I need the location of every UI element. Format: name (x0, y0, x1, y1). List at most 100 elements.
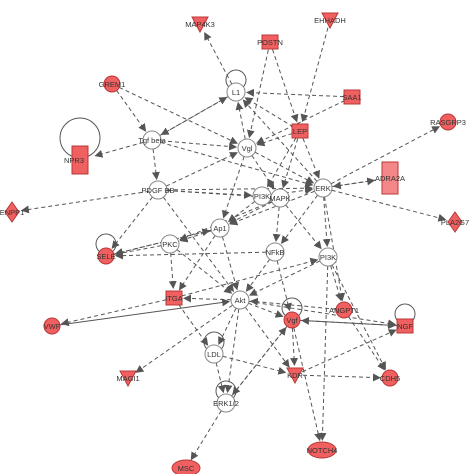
node-sele[interactable]: SELE (96, 247, 116, 265)
node-enpp1[interactable]: ENPP1 (0, 201, 24, 223)
node-shape-enpp1 (4, 201, 20, 223)
edge-l1-map4k3 (204, 31, 233, 85)
edge-grem1-tgfbeta (116, 90, 147, 132)
edge-kdr-ngf (302, 329, 397, 373)
node-ngf[interactable]: NGF (396, 318, 414, 334)
node-vgf[interactable]: Vgf (283, 311, 301, 329)
edge-ldl-kdr (222, 355, 287, 375)
node-nfkb[interactable]: NFkB (265, 242, 285, 262)
node-shape-ap1 (210, 218, 230, 238)
node-shape-lep (291, 123, 309, 139)
node-saa1[interactable]: SAA1 (342, 89, 362, 105)
node-ehhadh[interactable]: EHHADH (314, 12, 346, 30)
node-itga[interactable]: ITGA (165, 290, 183, 306)
node-shape-mapk (270, 188, 290, 208)
edge-erk12-vgf (231, 327, 287, 397)
edge-vgl-ap1 (221, 156, 245, 219)
edge-itga-pi3kc (181, 257, 319, 297)
node-label-notch4: NOTCH4 (307, 446, 338, 455)
node-ap1[interactable]: Ap1 (210, 218, 230, 238)
node-adra2a[interactable]: ADRA2A (375, 161, 405, 195)
edge-pi3kc-akt (248, 260, 321, 296)
node-vwf[interactable]: VWF (43, 317, 61, 335)
edge-erk-nfkb (281, 194, 319, 244)
node-shape-akt (230, 290, 250, 310)
node-erk12[interactable]: ERK1/2 (213, 393, 239, 413)
edge-lep-l1 (244, 97, 294, 128)
node-shape-rasgrp3 (439, 113, 457, 131)
node-label-vgl: Vgl (242, 144, 253, 153)
node-label-lep: LEP (293, 127, 307, 136)
node-lep[interactable]: LEP (291, 123, 309, 139)
node-pla2g7[interactable]: PLA2G7 (441, 211, 469, 233)
edge-mapk-pi3kc (285, 204, 322, 250)
node-shape-postn (261, 34, 279, 50)
edge-tgfbeta-erk (160, 141, 314, 187)
node-magi1[interactable]: MAGI1 (116, 370, 140, 388)
node-label-angpt1: ANGPT1 (329, 306, 359, 315)
edge-angpt1-akt (249, 297, 337, 310)
edge-pi3kc-notch4 (318, 265, 329, 442)
node-label-sele: SELE (96, 252, 115, 261)
node-rasgrp3[interactable]: RASGRP3 (430, 113, 466, 131)
edge-erk-angpt1 (324, 196, 346, 302)
node-grem1[interactable]: GREM1 (99, 75, 126, 93)
node-npr3[interactable]: NPR3 (64, 145, 89, 175)
node-postn[interactable]: POSTN (257, 34, 283, 50)
node-pkc[interactable]: PKC (160, 234, 180, 254)
edge-pdgfbb-erk (166, 184, 314, 193)
node-akt[interactable]: Akt (230, 290, 250, 310)
edge-l1-tgfbeta (160, 96, 229, 136)
node-shape-npr3 (71, 145, 89, 175)
node-map4k3[interactable]: MAP4K3 (185, 16, 215, 34)
node-shape-notch4 (307, 441, 337, 459)
edge-grem1-vgl (119, 86, 238, 144)
node-kdr[interactable]: KDR (286, 367, 304, 385)
node-shape-adra2a (381, 161, 399, 195)
edge-erk-pla2g7 (331, 189, 447, 222)
edge-itga-ldl (178, 304, 209, 346)
node-pdgfbb[interactable]: PDGF BB (142, 180, 175, 200)
node-label-pdgfbb: PDGF BB (142, 186, 175, 195)
edge-erk-rasgrp3 (330, 126, 441, 185)
edge-ldl-erk12 (215, 362, 226, 394)
node-msc[interactable]: MSC (171, 459, 201, 474)
node-mapk[interactable]: MAPK (269, 188, 291, 208)
edge-vgl-erk (254, 151, 315, 184)
node-cdh5[interactable]: CDH5 (380, 369, 400, 387)
edge-vgf-notch4 (293, 327, 323, 442)
node-shape-vwf (43, 317, 61, 335)
node-label-magi1: MAGI1 (116, 374, 139, 383)
edge-akt-itga (182, 294, 232, 303)
node-erk[interactable]: ERK (313, 178, 333, 198)
node-shape-erk12 (216, 393, 236, 413)
node-ldl[interactable]: LDL (204, 344, 224, 364)
node-label-tgfbeta: Tgf beta (138, 136, 166, 145)
node-label-nfkb: NFkB (266, 248, 285, 257)
edge-pdgfbb-mapk (166, 190, 271, 201)
node-angpt1[interactable]: ANGPT1 (329, 301, 359, 319)
node-notch4[interactable]: NOTCH4 (307, 441, 338, 459)
node-label-msc: MSC (178, 464, 195, 473)
node-vgl[interactable]: Vgl (237, 138, 257, 158)
node-label-erk: ERK (315, 184, 330, 193)
node-shape-map4k3 (191, 16, 209, 34)
node-label-postn: POSTN (257, 38, 283, 47)
edge-erk-l1 (242, 99, 318, 182)
node-shape-itga (165, 290, 183, 306)
node-pi3kc[interactable]: PI3K (318, 247, 338, 267)
node-shape-tgfbeta (142, 130, 162, 150)
edge-akt-ngf (248, 300, 397, 328)
node-shape-pla2g7 (447, 211, 463, 233)
edge-angpt1-cdh5 (348, 316, 385, 371)
node-label-pi3k: PI3K (254, 192, 270, 201)
node-pi3k[interactable]: PI3K (252, 186, 272, 206)
node-shape-sele (97, 247, 115, 265)
node-tgfbeta[interactable]: Tgf beta (138, 130, 167, 150)
node-label-grem1: GREM1 (99, 80, 126, 89)
edge-erk-ap1 (229, 190, 315, 226)
node-l1[interactable]: L1 (226, 82, 246, 102)
node-label-enpp1: ENPP1 (0, 208, 24, 217)
edge-vwf-akt (59, 298, 231, 326)
